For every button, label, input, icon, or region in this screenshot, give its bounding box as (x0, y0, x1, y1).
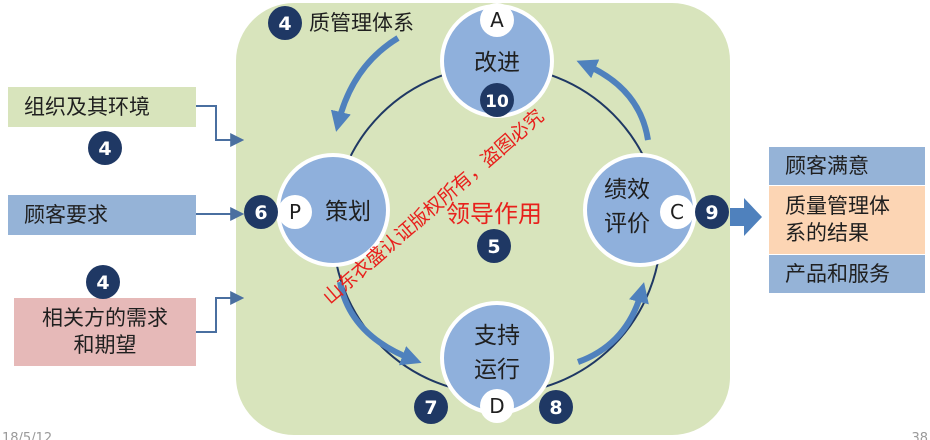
output-arrow (730, 198, 762, 236)
support-label-line2: 运行 (474, 357, 520, 383)
center-number: 5 (487, 236, 500, 258)
center-label: 领导作用 (446, 200, 542, 228)
interested-parties-number: 4 (96, 272, 109, 294)
support-letter-badge (480, 389, 514, 423)
support-number-right: 8 (549, 397, 562, 419)
output-satisfaction-box: 顾客满意 (769, 147, 925, 185)
evaluate-number: 9 (705, 202, 718, 224)
center-number-badge (477, 229, 511, 263)
improve-number: 10 (485, 92, 509, 112)
plan-label: 策划 (325, 199, 371, 225)
node-plan (276, 153, 390, 267)
input-interested-parties-line1: 相关方的需求 (42, 306, 168, 330)
footer-date: 18/5/12 (2, 431, 52, 440)
plan-letter: P (289, 200, 301, 224)
interested-parties-number-badge (86, 265, 120, 299)
output-products-box: 产品和服务 (769, 255, 925, 293)
evaluate-letter: C (670, 200, 684, 224)
arrow-support-to-evaluate (576, 282, 649, 365)
output-satisfaction-label: 顾客满意 (785, 153, 869, 178)
input-interested-parties-line2: 和期望 (73, 333, 137, 357)
evaluate-number-badge (695, 195, 729, 229)
improve-letter-badge (480, 3, 514, 37)
evaluate-label-line2: 评价 (604, 211, 650, 237)
input-customer-requirements-box: 顾客要求 (8, 195, 196, 235)
context-number: 4 (98, 138, 111, 160)
title-number-badge (268, 6, 302, 40)
evaluate-letter-badge (660, 195, 694, 229)
input-context-label: 组织及其环境 (24, 94, 150, 119)
improve-label: 改进 (474, 50, 520, 76)
arrow-evaluate-to-improve (576, 59, 651, 141)
plan-number-badge (244, 195, 278, 229)
footer-page: 38 (911, 431, 928, 440)
output-qms-results-line1: 质量管理体 (785, 194, 890, 218)
title-number: 4 (278, 13, 291, 35)
support-letter: D (489, 394, 504, 418)
support-label-line1: 支持 (474, 323, 520, 349)
output-qms-results-line2: 系的结果 (785, 221, 869, 245)
plan-letter-badge (278, 195, 312, 229)
support-number-left-badge (414, 390, 448, 424)
connector-interested-parties (196, 291, 245, 333)
evaluate-label-line1: 绩效 (604, 177, 650, 203)
support-number-right-badge (539, 390, 573, 424)
input-customer-requirements-label: 顾客要求 (24, 202, 108, 227)
input-interested-parties-box: 相关方的需求 和期望 (14, 298, 196, 366)
node-evaluate (583, 153, 697, 267)
output-products-label: 产品和服务 (785, 261, 890, 286)
plan-number: 6 (254, 202, 267, 224)
arrow-plan-to-support (337, 281, 422, 366)
connector-context (196, 105, 245, 147)
improve-letter: A (490, 8, 504, 32)
arrow-improve-to-plan (330, 35, 400, 132)
output-qms-results-box: 质量管理体 系的结果 (769, 186, 925, 254)
input-context-box: 组织及其环境 (8, 87, 196, 127)
context-number-badge (88, 131, 122, 165)
improve-number-badge (480, 83, 514, 117)
panel-title: 质管理体系 (309, 11, 414, 35)
support-number-left: 7 (424, 397, 437, 419)
